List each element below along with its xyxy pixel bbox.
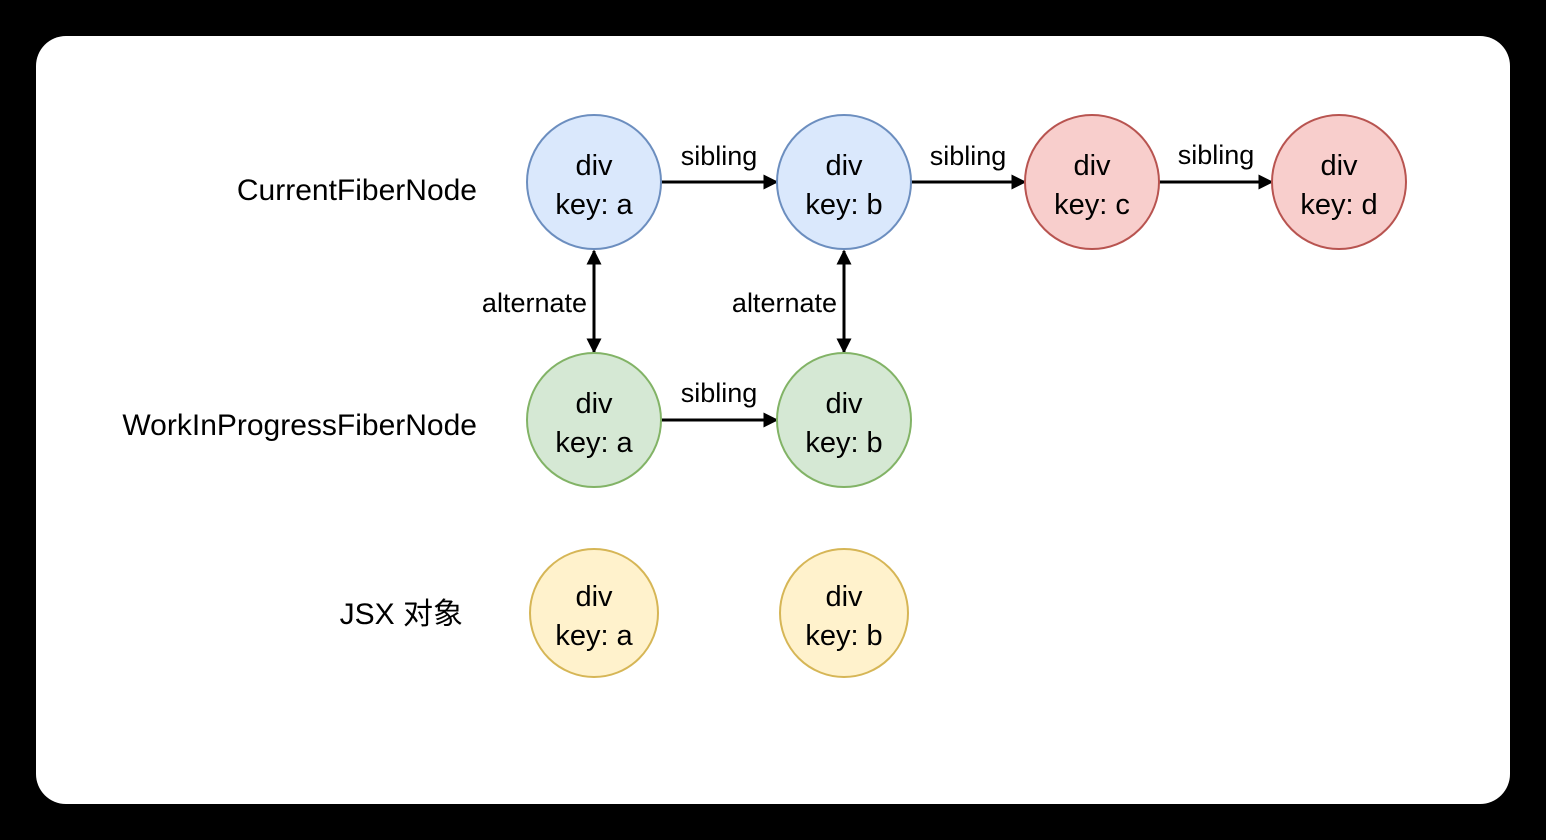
sibling-edge-label: sibling <box>930 141 1007 171</box>
fiber-node-circle <box>776 352 912 488</box>
row-label-current-fiber-node: CurrentFiberNode <box>237 174 477 207</box>
sibling-edge-label: sibling <box>681 141 758 171</box>
node-tag-text: div <box>825 150 863 182</box>
node-current-fiber-a: div key: a <box>526 114 662 250</box>
node-key-text: key: a <box>555 620 633 652</box>
fiber-node-circle <box>526 352 662 488</box>
jsx-node-circle <box>529 548 659 678</box>
node-wip-fiber-b: div key: b <box>776 352 912 488</box>
node-key-text: key: d <box>1300 189 1377 221</box>
node-key-text: key: a <box>555 427 633 459</box>
fiber-node-circle <box>526 114 662 250</box>
node-key-text: key: a <box>555 189 633 221</box>
node-tag-text: div <box>1073 150 1111 182</box>
node-current-fiber-c: div key: c <box>1024 114 1160 250</box>
sibling-edge-label: sibling <box>681 378 758 408</box>
edge-sibling-wip-a-to-b: sibling <box>661 378 779 428</box>
node-jsx-object-a: div key: a <box>529 548 659 678</box>
node-key-text: key: b <box>805 620 882 652</box>
node-tag-text: div <box>575 388 613 420</box>
node-tag-text: div <box>825 388 863 420</box>
sibling-edge-label: sibling <box>1178 140 1255 170</box>
node-key-text: key: b <box>805 427 882 459</box>
diagram-card: CurrentFiberNode WorkInProgressFiberNode… <box>36 36 1510 804</box>
fiber-node-circle <box>776 114 912 250</box>
fiber-tree-diagram: CurrentFiberNode WorkInProgressFiberNode… <box>122 114 1407 678</box>
node-current-fiber-b: div key: b <box>776 114 912 250</box>
edge-alternate-a: alternate <box>482 249 602 354</box>
alternate-edge-label: alternate <box>732 288 837 318</box>
fiber-node-circle <box>1024 114 1160 250</box>
node-tag-text: div <box>825 581 863 613</box>
node-current-fiber-d: div key: d <box>1271 114 1407 250</box>
node-tag-text: div <box>575 150 613 182</box>
row-label-work-in-progress-fiber-node: WorkInProgressFiberNode <box>122 409 477 442</box>
node-key-text: key: c <box>1054 189 1130 221</box>
node-tag-text: div <box>1320 150 1358 182</box>
node-jsx-object-b: div key: b <box>779 548 909 678</box>
edge-sibling-current-b-to-c: sibling <box>911 141 1027 190</box>
alternate-edge-label: alternate <box>482 288 587 318</box>
edge-alternate-b: alternate <box>732 249 852 354</box>
fiber-node-circle <box>1271 114 1407 250</box>
jsx-node-circle <box>779 548 909 678</box>
edge-sibling-current-a-to-b: sibling <box>661 141 779 190</box>
node-wip-fiber-a: div key: a <box>526 352 662 488</box>
node-tag-text: div <box>575 581 613 613</box>
node-key-text: key: b <box>805 189 882 221</box>
edge-sibling-current-c-to-d: sibling <box>1159 140 1274 190</box>
row-label-jsx-object: JSX 对象 <box>340 598 463 631</box>
